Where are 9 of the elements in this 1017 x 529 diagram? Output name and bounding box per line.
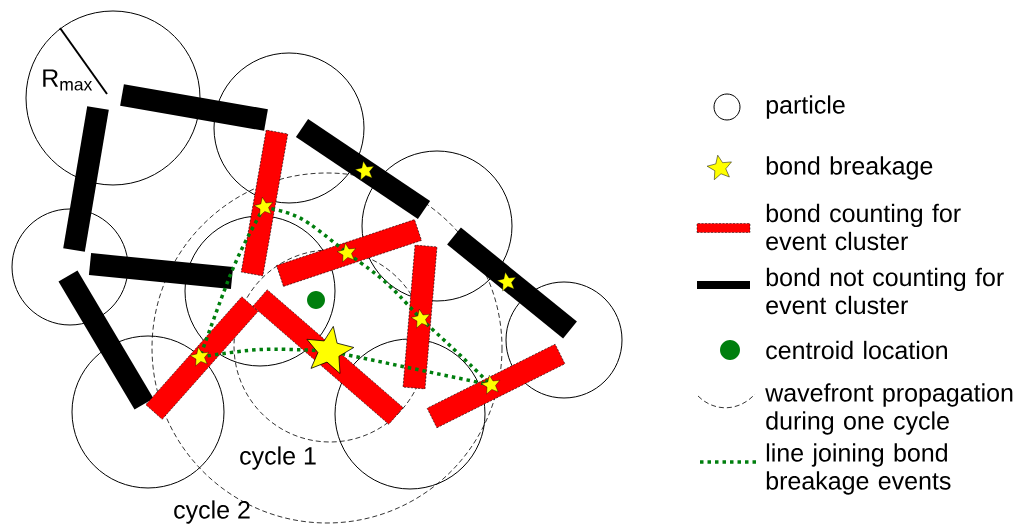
legend-label: bond breakage (766, 156, 933, 180)
cycle-label: cycle 2 (174, 500, 250, 524)
legend-label: bond counting for event cluster (766, 203, 961, 251)
legend-label: bond not counting for event cluster (766, 267, 1004, 315)
radius-label: R$_{max}$ (43, 69, 93, 91)
legend-label: centroid location (766, 340, 947, 360)
cycle-label: cycle 1 (240, 446, 316, 470)
legend-label: particle (766, 95, 845, 119)
legend-label: line joining bond breakage events (766, 443, 951, 495)
